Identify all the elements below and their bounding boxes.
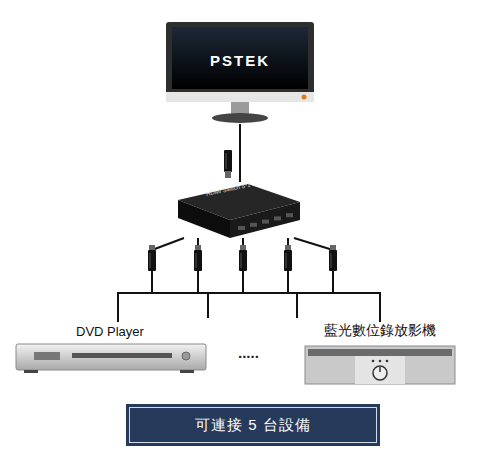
branch-line — [207, 293, 209, 318]
dvd-button — [182, 352, 190, 360]
monitor-art — [164, 22, 316, 124]
caption-box: 可連接 5 台設備 — [126, 404, 380, 446]
plug-shine — [150, 253, 151, 268]
recorder-knob — [373, 366, 387, 380]
caption-frame: 可連接 5 台設備 — [129, 407, 377, 443]
dvd-display — [34, 352, 60, 360]
dvd-body — [16, 344, 206, 370]
hdmi-switch: HDMI Switch 5*1 — [176, 182, 302, 240]
dvd-foot — [24, 370, 38, 373]
cables — [152, 238, 333, 318]
plug-body — [284, 250, 292, 271]
cable — [242, 270, 244, 293]
plug-body — [224, 150, 232, 172]
indicator-dot — [386, 360, 389, 363]
ellipsis: ..... — [238, 344, 259, 361]
hdmi-cable — [239, 124, 241, 182]
device-label: DVD Player — [76, 324, 144, 339]
device-label: PSTEK — [164, 22, 316, 69]
hdmi-plug — [224, 150, 232, 178]
knob-mark — [379, 367, 381, 372]
monitor: PSTEK — [164, 22, 316, 124]
hdmi-plug — [284, 245, 292, 271]
hdmi-plug — [194, 245, 202, 271]
plug-shine — [196, 253, 197, 268]
plug-body — [148, 250, 156, 271]
switch-side — [178, 200, 230, 238]
hdmi-plugs — [148, 150, 337, 271]
bluray-recorder: 藍光數位錄放影機 — [298, 322, 462, 388]
indicator-dot — [379, 360, 382, 363]
hdmi-port — [274, 216, 281, 220]
hdmi-plug — [148, 245, 156, 271]
plug-shine — [331, 253, 332, 268]
cable — [197, 270, 199, 293]
dvd-player: DVD Player — [14, 322, 210, 376]
device-label: 藍光數位錄放影機 — [298, 322, 462, 340]
recorder-panel — [308, 349, 452, 356]
hdmi-cable — [118, 238, 184, 322]
plug-shine — [226, 153, 227, 169]
cable — [287, 270, 289, 293]
bus-line — [152, 292, 333, 294]
plug-body — [239, 250, 247, 271]
power-led — [302, 95, 307, 100]
recorder-body — [305, 346, 455, 384]
hdmi-plug — [239, 245, 247, 271]
dvd-tray — [72, 353, 172, 358]
monitor-chin — [166, 92, 314, 102]
plug-body — [194, 250, 202, 271]
plug-shine — [286, 253, 287, 268]
indicator-dot — [372, 360, 375, 363]
hdmi-port — [250, 223, 257, 227]
plug-body — [329, 250, 337, 271]
hdmi-port — [238, 226, 245, 230]
recorder-face — [355, 356, 405, 384]
dvd-foot — [180, 370, 194, 373]
hdmi-port — [286, 213, 293, 217]
hdmi-switch-art — [176, 182, 302, 240]
branch-line — [296, 293, 298, 318]
plug-head — [225, 171, 231, 178]
caption: 可連接 5 台設備 — [195, 416, 311, 435]
hdmi-plug — [329, 245, 337, 271]
monitor-base — [212, 113, 268, 123]
hdmi-cable — [294, 238, 380, 322]
hdmi-port — [262, 220, 269, 224]
monitor-neck — [231, 102, 249, 114]
switch-front — [230, 202, 300, 238]
plug-shine — [241, 253, 242, 268]
